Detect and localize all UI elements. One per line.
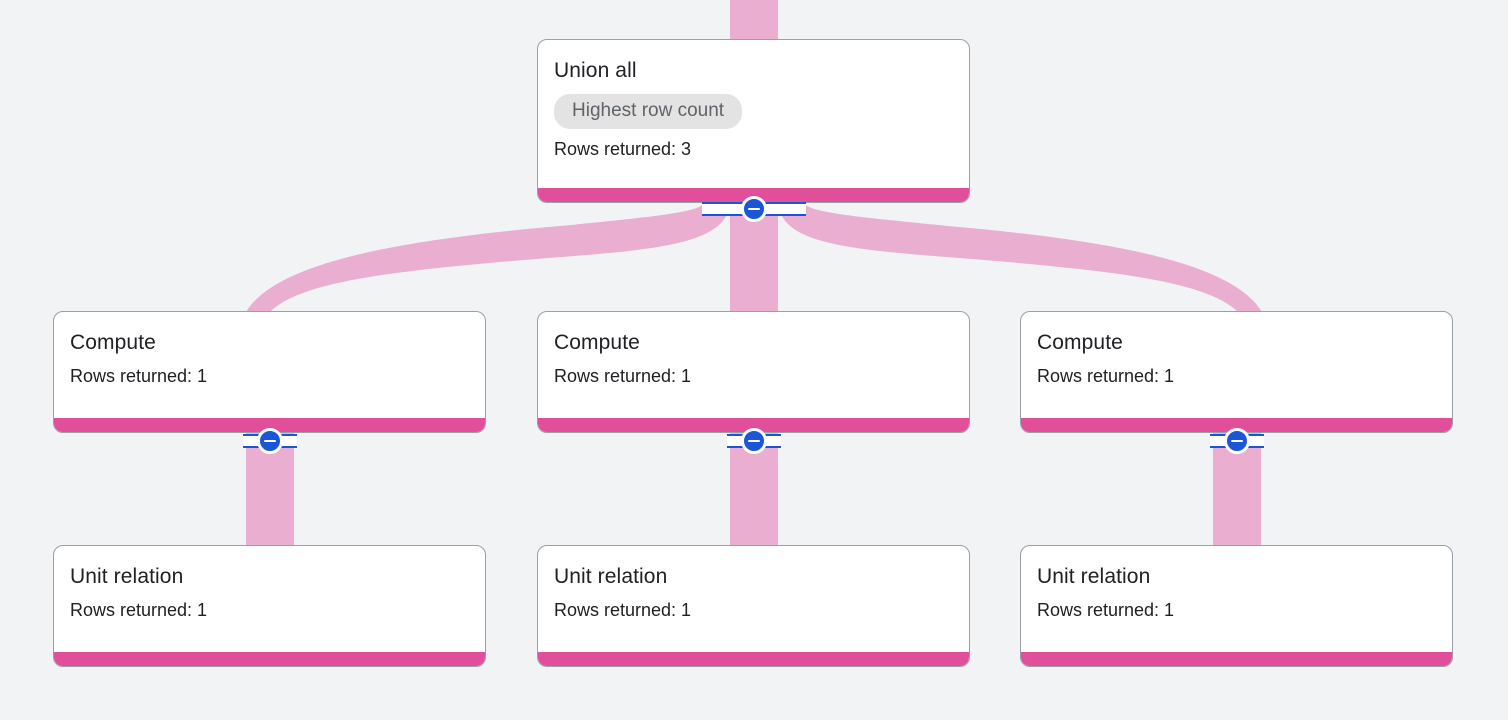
edge-union-c3 — [778, 200, 1262, 312]
node-compute-3-title: Compute — [1037, 331, 1123, 354]
node-union-all[interactable]: Union all Highest row count Rows returne… — [537, 39, 970, 203]
node-compute-2[interactable]: Compute Rows returned: 1 — [537, 311, 970, 433]
node-unit-relation-3[interactable]: Unit relation Rows returned: 1 — [1020, 545, 1453, 667]
node-unit-relation-1[interactable]: Unit relation Rows returned: 1 — [53, 545, 486, 667]
collapse-toggle-union-all[interactable] — [702, 196, 806, 222]
node-unit-relation-2[interactable]: Unit relation Rows returned: 1 — [537, 545, 970, 667]
node-unit-relation-3-title: Unit relation — [1037, 565, 1151, 588]
node-compute-1-title: Compute — [70, 331, 156, 354]
node-unit-relation-2-title: Unit relation — [554, 565, 668, 588]
node-compute-3-footer — [1021, 418, 1452, 432]
minus-icon[interactable] — [741, 196, 767, 222]
edge-union-c1 — [246, 200, 730, 312]
node-unit-relation-3-rows: Rows returned: 1 — [1037, 600, 1175, 620]
node-unit-relation-1-rows: Rows returned: 1 — [70, 600, 208, 620]
node-unit-relation-3-body: Unit relation Rows returned: 1 — [1021, 546, 1452, 652]
node-compute-3[interactable]: Compute Rows returned: 1 — [1020, 311, 1453, 433]
node-compute-2-rows: Rows returned: 1 — [554, 366, 692, 386]
collapse-toggle-compute-3[interactable] — [1210, 428, 1264, 454]
node-compute-1-rows: Rows returned: 1 — [70, 366, 208, 386]
node-unit-relation-1-body: Unit relation Rows returned: 1 — [54, 546, 485, 652]
node-compute-2-body: Compute Rows returned: 1 — [538, 312, 969, 418]
node-unit-relation-2-rows: Rows returned: 1 — [554, 600, 692, 620]
node-unit-relation-1-footer — [54, 652, 485, 666]
collapse-toggle-compute-2[interactable] — [727, 428, 781, 454]
node-compute-3-rows: Rows returned: 1 — [1037, 366, 1175, 386]
node-union-all-footer — [538, 188, 969, 202]
node-union-all-badge: Highest row count — [554, 94, 743, 129]
minus-icon[interactable] — [257, 428, 283, 454]
minus-icon[interactable] — [1224, 428, 1250, 454]
node-union-all-rows: Rows returned: 3 — [554, 139, 692, 159]
node-unit-relation-3-footer — [1021, 652, 1452, 666]
node-unit-relation-2-body: Unit relation Rows returned: 1 — [538, 546, 969, 652]
node-compute-1-body: Compute Rows returned: 1 — [54, 312, 485, 418]
node-union-all-title: Union all — [554, 59, 637, 82]
node-compute-2-title: Compute — [554, 331, 640, 354]
node-compute-1-footer — [54, 418, 485, 432]
node-union-all-body: Union all Highest row count Rows returne… — [538, 40, 969, 188]
node-unit-relation-1-title: Unit relation — [70, 565, 184, 588]
edge-in-top — [730, 0, 778, 42]
node-compute-3-body: Compute Rows returned: 1 — [1021, 312, 1452, 418]
collapse-toggle-compute-1[interactable] — [243, 428, 297, 454]
node-compute-1[interactable]: Compute Rows returned: 1 — [53, 311, 486, 433]
node-compute-2-footer — [538, 418, 969, 432]
minus-icon[interactable] — [741, 428, 767, 454]
node-unit-relation-2-footer — [538, 652, 969, 666]
